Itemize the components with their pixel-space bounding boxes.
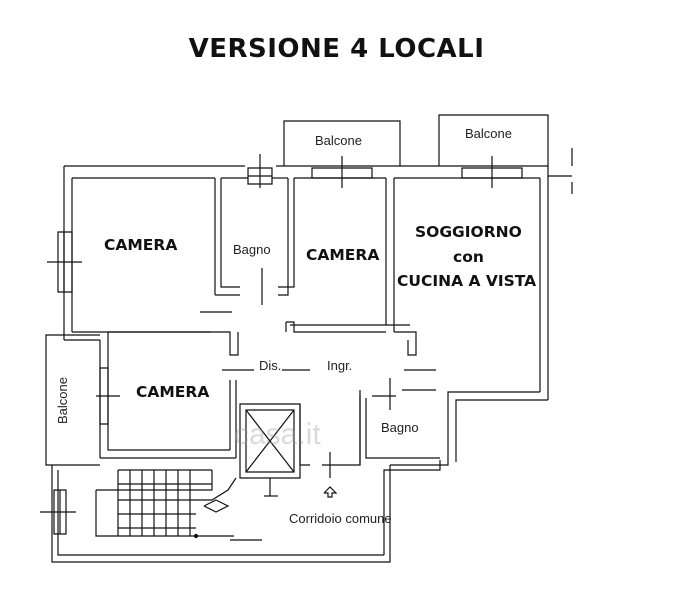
interior-walls	[108, 178, 440, 496]
room-label-camera-3: CAMERA	[136, 383, 210, 401]
window-camera-3	[96, 368, 120, 424]
label-balcone-top-right: Balcone	[465, 126, 512, 141]
balcone-top-left-outline	[284, 121, 400, 166]
entrance-arrow-icon	[324, 487, 336, 497]
label-corridoio-comune: Corridoio comune	[289, 511, 392, 526]
room-label-ingresso: Ingr.	[327, 358, 353, 373]
room-label-disimpegno: Dis.	[259, 358, 282, 373]
room-label-camera-2: CAMERA	[306, 246, 380, 264]
room-label-cucina-a-vista: CUCINA A VISTA	[397, 272, 537, 290]
room-label-camera-1: CAMERA	[104, 236, 178, 254]
page-title: VERSIONE 4 LOCALI	[188, 34, 485, 64]
window-stairwell	[40, 490, 76, 534]
room-label-bagno-1: Bagno	[233, 242, 271, 257]
windows-top	[248, 154, 522, 188]
watermark: casa.it	[234, 418, 321, 451]
room-label-bagno-2: Bagno	[381, 420, 419, 435]
label-balcone-side: Balcone	[54, 377, 70, 424]
balcone-top-right-outline	[439, 115, 548, 166]
stairwell	[96, 470, 262, 540]
room-label-con: con	[453, 248, 484, 266]
room-label-soggiorno: SOGGIORNO	[415, 223, 522, 241]
label-balcone-top-left: Balcone	[315, 133, 362, 148]
window-left	[47, 232, 82, 292]
